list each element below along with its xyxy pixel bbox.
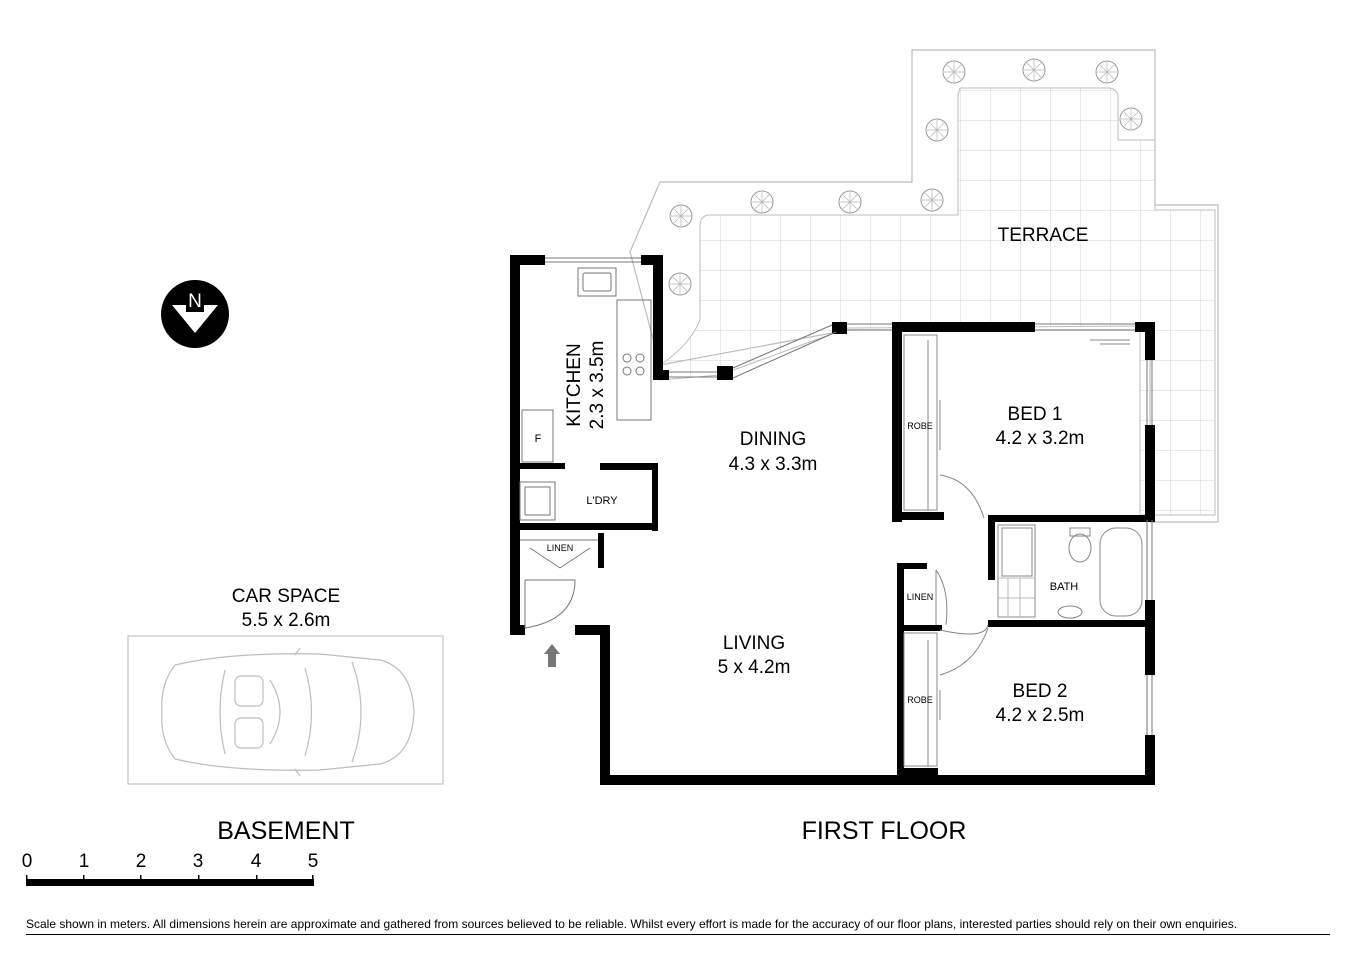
dining-dims: 4.3 x 3.3m	[729, 454, 818, 475]
compass-letter: N	[188, 291, 202, 312]
kitchen-dims: 2.3 x 3.5m	[587, 341, 608, 430]
fridge-label: F	[535, 433, 542, 445]
car-illustration	[161, 647, 415, 777]
disclaimer-text: Scale shown in meters. All dimensions he…	[26, 917, 1330, 935]
linen-label-1: LINEN	[547, 543, 574, 553]
bed2-robe	[903, 632, 941, 767]
north-compass-icon: N	[161, 280, 229, 348]
scale-tick-0: 0	[22, 851, 33, 872]
kitchen-label: KITCHEN	[564, 343, 585, 426]
car-space-dims: 5.5 x 2.6m	[242, 610, 331, 631]
kitchen-fittings	[519, 267, 652, 521]
entry-arrow	[544, 644, 560, 667]
first-floor-title: FIRST FLOOR	[802, 817, 967, 845]
bed2-label: BED 2	[1013, 681, 1068, 702]
terrace-label: TERRACE	[998, 225, 1089, 246]
laundry-label: L'DRY	[586, 495, 618, 507]
interior-walls	[515, 322, 1155, 778]
living-label: LIVING	[723, 633, 785, 654]
bed2-dims: 4.2 x 2.5m	[996, 705, 1085, 726]
bed1-dims: 4.2 x 3.2m	[996, 428, 1085, 449]
hall-doors	[935, 569, 989, 676]
entry-doors	[520, 539, 598, 629]
terrace-area: TERRACE	[629, 49, 1219, 523]
scale-tick-1: 1	[79, 851, 90, 872]
bed1-label: BED 1	[1008, 404, 1063, 425]
scale-tick-3: 3	[193, 851, 204, 872]
scale-tick-4: 4	[251, 851, 262, 872]
bathroom-fittings	[997, 524, 1143, 619]
linen-label-2: LINEN	[907, 592, 934, 602]
bath-label: BATH	[1050, 581, 1079, 593]
exterior-walls	[510, 255, 1155, 785]
robe-label-1: ROBE	[907, 421, 933, 431]
car-space-label: CAR SPACE	[232, 586, 340, 607]
robe-label-2: ROBE	[907, 695, 933, 705]
basement-title: BASEMENT	[217, 817, 355, 845]
scale-tick-2: 2	[136, 851, 147, 872]
scale-bar: 0 1 2 3 4 5	[22, 851, 319, 886]
car-space-bay	[127, 635, 444, 785]
scale-tick-5: 5	[308, 851, 319, 872]
dining-label: DINING	[740, 429, 807, 450]
living-dims: 5 x 4.2m	[718, 657, 791, 678]
terrace-planters	[668, 58, 1143, 296]
windows	[545, 257, 1153, 735]
bed1-robe	[903, 334, 1130, 519]
